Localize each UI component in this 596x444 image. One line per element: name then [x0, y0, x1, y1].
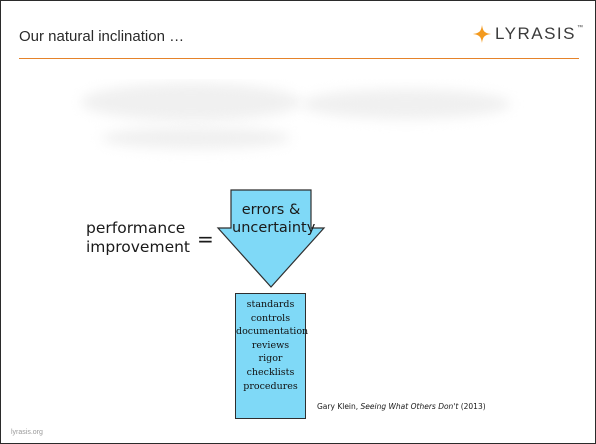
label-line: improvement	[86, 238, 191, 256]
header-divider	[19, 58, 579, 59]
trademark-mark: ™	[577, 25, 583, 31]
list-item: standards	[246, 299, 295, 310]
arrow-line: uncertainty	[232, 220, 316, 236]
faded-background	[81, 83, 301, 121]
citation-title: Seeing What Others Don't	[360, 402, 459, 411]
citation: Gary Klein, Seeing What Others Don't (20…	[317, 402, 486, 411]
slide-title: Our natural inclination …	[19, 28, 185, 45]
citation-author: Gary Klein,	[317, 402, 361, 411]
citation-year: (2013)	[458, 402, 486, 411]
faded-background	[301, 89, 511, 119]
performance-improvement-label: performance improvement	[86, 219, 191, 257]
footer-url: lyrasis.org	[11, 429, 43, 436]
equals-sign: =	[197, 227, 214, 251]
controls-list-box: standards controls documentation reviews…	[235, 293, 309, 419]
slide-header: Our natural inclination … LYRASIS ™	[1, 1, 595, 55]
list-item: procedures	[243, 380, 298, 392]
list-item: reviews	[251, 339, 290, 351]
errors-uncertainty-text: errors & uncertainty	[232, 201, 316, 237]
four-point-star-icon	[472, 25, 491, 43]
list-item: documentation	[236, 326, 309, 338]
list-item: rigor	[258, 353, 283, 365]
list-item: checklists	[246, 366, 295, 378]
logo-text: LYRASIS	[494, 24, 576, 43]
list-item: controls	[250, 312, 291, 324]
embedded-figure: performance improvement = errors & uncer…	[71, 79, 533, 435]
arrow-line: errors &	[241, 202, 301, 218]
lyrasis-logo: LYRASIS ™	[472, 23, 583, 45]
label-line: performance	[86, 219, 186, 237]
faded-background	[101, 127, 291, 149]
down-arrow-shape	[216, 189, 326, 288]
